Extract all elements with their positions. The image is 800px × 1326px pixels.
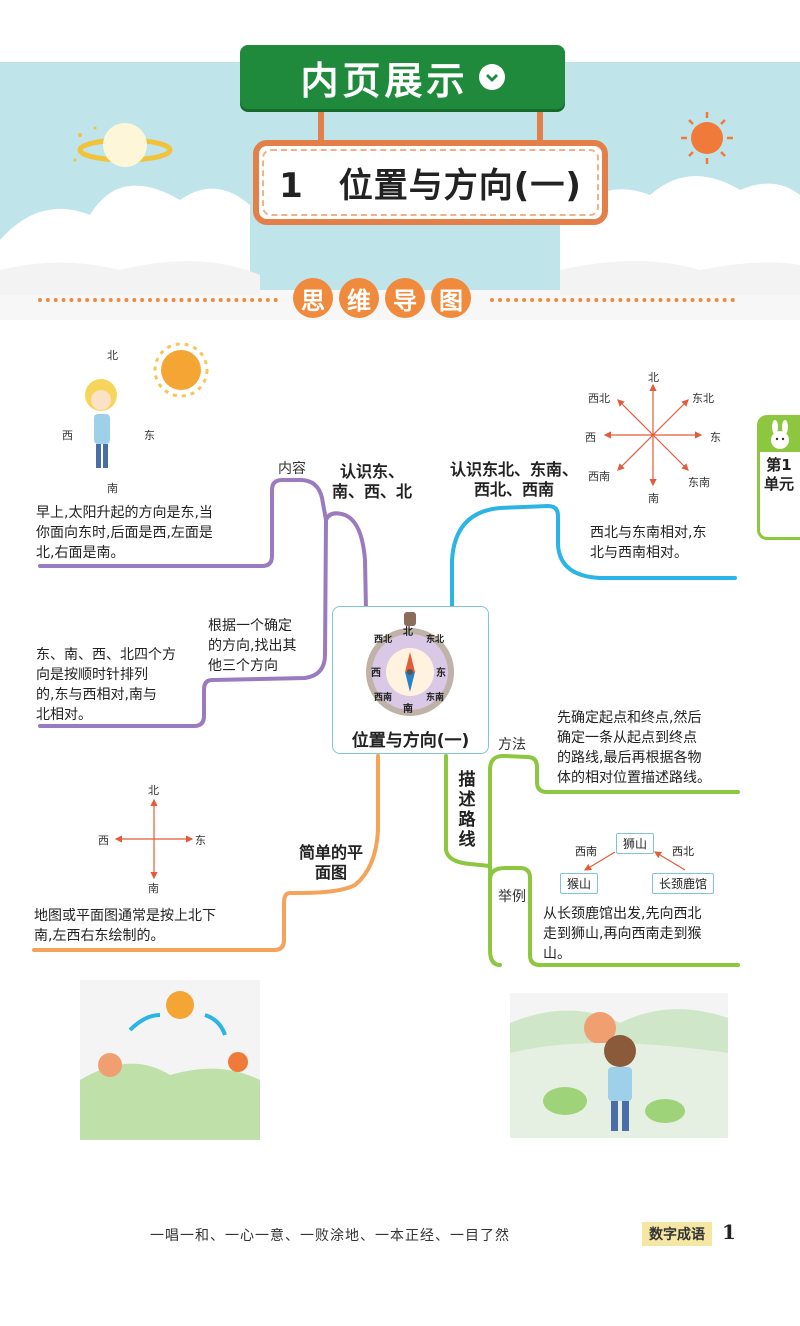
direction-label-northwest: 西北 — [672, 845, 694, 858]
place-giraffe-house: 长颈鹿馆 — [652, 873, 715, 894]
direction-label-southwest: 西南 — [588, 470, 610, 483]
text-line: 北与西南相对。 — [590, 545, 688, 561]
direction-label-west: 西 — [98, 834, 109, 847]
page-banner: 内页展示 — [240, 45, 565, 109]
heading-line: 认识东、 — [339, 462, 404, 481]
direction-label-east: 东 — [195, 834, 206, 847]
compass-icon — [366, 612, 454, 716]
route-example-diagram — [583, 851, 686, 871]
direction-label-north: 北 — [648, 371, 659, 384]
text-line: 的,东与西相对,南与 — [36, 687, 157, 703]
tag-content: 内容 — [278, 461, 306, 477]
rabbit-icon — [760, 418, 800, 452]
compass-char: 东南 — [426, 693, 445, 703]
compass-char: 北 — [403, 627, 413, 638]
direction-label-north: 北 — [107, 349, 118, 362]
compass-char: 西 — [371, 668, 381, 679]
heading-line: 面图 — [314, 863, 347, 882]
page-number: 1 — [722, 1220, 736, 1244]
direction-label-west: 西 — [62, 429, 73, 442]
sun-path-illustration — [80, 980, 260, 1140]
footer-idioms: 一唱一和、一心一意、一败涂地、一本正经、一目了然 — [150, 1228, 510, 1244]
direction-label-southeast: 东南 — [688, 476, 710, 489]
chevron-down-icon — [478, 64, 505, 90]
text-line: 先确定起点和终点,然后 — [557, 710, 702, 726]
text-line: 你面向东时,后面是西,左面是 — [36, 525, 213, 541]
mindmap-title-char: 图 — [431, 278, 471, 318]
unit-side-tab[interactable]: 第1单元 — [757, 415, 800, 540]
desc-clockwise: 东、南、西、北四个方 向是按顺时针排列 的,东与西相对,南与 北相对。 — [36, 645, 206, 725]
direction-label-east: 东 — [144, 429, 155, 442]
eight-direction-diagram — [603, 383, 703, 487]
text-line: 他三个方向 — [208, 658, 278, 674]
tag-method: 方法 — [498, 737, 526, 753]
heading-line: 简单的平 — [298, 843, 363, 862]
mindmap-title-char: 导 — [385, 278, 425, 318]
heading-line: 认识东北、东南、 — [449, 460, 578, 479]
compass-char: 南 — [403, 704, 413, 715]
heading-east-south-west-north: 认识东、 南、西、北 — [328, 462, 416, 502]
unit-label: 第1单元 — [764, 456, 795, 493]
compass-char: 西南 — [374, 693, 393, 703]
direction-label-east: 东 — [710, 431, 721, 444]
direction-label-north: 北 — [148, 784, 159, 797]
boy-facing-mountains-illustration — [510, 993, 728, 1138]
desc-map-convention: 地图或平面图通常是按上北下 南,左西右东绘制的。 — [34, 906, 284, 946]
four-direction-cross — [114, 798, 194, 880]
boy-directions-illustration — [85, 342, 209, 468]
banner-text: 内页展示 — [300, 58, 469, 103]
compass-char: 西北 — [374, 635, 393, 645]
text-line: 向是按顺时针排列 — [36, 667, 148, 683]
heading-describe-route: 描述路线 — [458, 770, 476, 850]
compass-char: 东 — [436, 668, 446, 679]
text-line: 的方向,找出其 — [208, 638, 297, 654]
text-line: 确定一条从起点到终点 — [557, 730, 697, 746]
tag-example: 举例 — [498, 889, 526, 905]
lesson-title-board: 1 位置与方向(一) — [253, 140, 608, 225]
direction-label-northeast: 东北 — [692, 392, 714, 405]
heading-diagonal-directions: 认识东北、东南、 西北、西南 — [448, 460, 580, 500]
heading-simple-map: 简单的平 面图 — [288, 843, 374, 883]
text-line: 东、南、西、北四个方 — [36, 647, 176, 663]
direction-label-south: 南 — [648, 492, 659, 505]
mindmap-title-char: 维 — [339, 278, 379, 318]
text-line: 早上,太阳升起的方向是东,当 — [36, 505, 213, 521]
footer-category-badge: 数字成语 — [642, 1222, 712, 1246]
dotted-divider-right — [490, 298, 735, 302]
mindmap-title: 思 维 导 图 — [293, 278, 471, 318]
text-line: 南,左西右东绘制的。 — [34, 928, 165, 944]
text-line: 体的相对位置描述路线。 — [557, 770, 711, 786]
direction-label-south: 南 — [107, 482, 118, 495]
text-line: 根据一个确定 — [208, 618, 292, 634]
mindmap-title-char: 思 — [293, 278, 333, 318]
heading-line: 西北、西南 — [473, 480, 554, 499]
sun-icon — [681, 112, 733, 164]
desc-sunrise: 早上,太阳升起的方向是东,当 你面向东时,后面是西,左面是 北,右面是南。 — [36, 503, 272, 563]
text-line: 从长颈鹿馆出发,先向西北 — [543, 906, 702, 922]
heading-line: 南、西、北 — [331, 482, 412, 501]
desc-route-method: 先确定起点和终点,然后 确定一条从起点到终点 的路线,最后再根据各物 体的相对位… — [557, 708, 742, 788]
text-line: 山。 — [543, 946, 571, 962]
place-monkey-hill: 猴山 — [560, 873, 599, 894]
direction-label-northwest: 西北 — [588, 392, 610, 405]
direction-label-south: 南 — [148, 882, 159, 895]
text-line: 北相对。 — [36, 707, 92, 723]
text-line: 的路线,最后再根据各物 — [557, 750, 702, 766]
dotted-divider-left — [38, 298, 278, 302]
text-line: 西北与东南相对,东 — [590, 525, 707, 541]
compass-char: 东北 — [426, 635, 445, 645]
desc-find-three: 根据一个确定 的方向,找出其 他三个方向 — [208, 616, 328, 676]
desc-diagonal-opposite: 西北与东南相对,东 北与西南相对。 — [590, 523, 740, 563]
direction-label-west: 西 — [585, 431, 596, 444]
direction-label-southwest: 西南 — [575, 845, 597, 858]
center-topic-label: 位置与方向(一) — [351, 731, 470, 751]
text-line: 北,右面是南。 — [36, 545, 125, 561]
text-line: 走到狮山,再向西南走到猴 — [543, 926, 702, 942]
place-lion-hill: 狮山 — [616, 833, 655, 854]
desc-route-example: 从长颈鹿馆出发,先向西北 走到狮山,再向西南走到猴 山。 — [543, 904, 743, 964]
text-line: 地图或平面图通常是按上北下 — [34, 908, 216, 924]
